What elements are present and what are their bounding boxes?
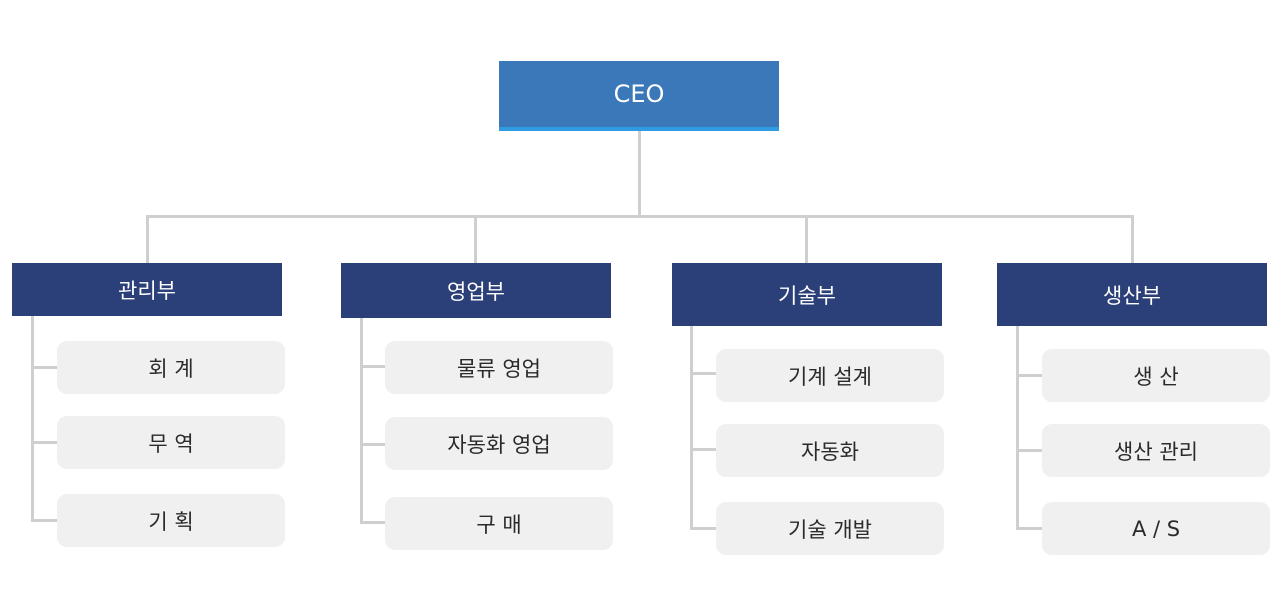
team-label: 무 역 <box>148 431 194 456</box>
connector-dept-1-branch-3 <box>31 519 57 522</box>
team-node-2-2: 자동화 영업 <box>385 417 613 470</box>
dept-node-2: 영업부 <box>341 263 611 318</box>
dept-label-2: 영업부 <box>447 279 505 304</box>
dept-label-4: 생산부 <box>1103 283 1161 308</box>
connector-dept-1-spine <box>31 316 34 522</box>
dept-node-4: 생산부 <box>997 263 1267 326</box>
team-node-2-3: 구 매 <box>385 497 613 550</box>
connector-dept-3-spine <box>690 326 693 530</box>
team-node-1-1: 회 계 <box>57 341 285 394</box>
team-node-3-2: 자동화 <box>716 424 944 477</box>
team-label: 물류 영업 <box>457 356 541 381</box>
connector-drop-dept-2 <box>474 215 477 263</box>
team-label: 자동화 <box>801 439 859 464</box>
team-node-3-1: 기계 설계 <box>716 349 944 402</box>
connector-dept-4-branch-2 <box>1016 449 1042 452</box>
team-node-2-1: 물류 영업 <box>385 341 613 394</box>
connector-dept-3-branch-1 <box>690 372 717 375</box>
connector-ceo-trunk <box>638 131 641 217</box>
ceo-label: CEO <box>613 80 665 108</box>
connector-dept-4-branch-3 <box>1016 527 1042 530</box>
team-label: 생산 관리 <box>1114 439 1198 464</box>
team-label: 기술 개발 <box>788 517 872 542</box>
team-label: 생 산 <box>1133 364 1179 389</box>
team-node-4-3: A / S <box>1042 502 1270 555</box>
team-label: 기 획 <box>148 509 194 534</box>
connector-dept-3-branch-2 <box>690 448 717 451</box>
connector-drop-dept-4 <box>1131 215 1134 263</box>
team-label: A / S <box>1131 516 1181 541</box>
team-node-1-2: 무 역 <box>57 416 285 469</box>
connector-dept-1-branch-1 <box>31 366 57 369</box>
connector-main-bus <box>146 215 1134 218</box>
connector-dept-2-branch-2 <box>360 443 386 446</box>
dept-node-3: 기술부 <box>672 263 942 326</box>
dept-label-1: 관리부 <box>118 278 176 303</box>
connector-drop-dept-3 <box>805 215 808 263</box>
connector-dept-4-branch-1 <box>1016 374 1042 377</box>
team-node-3-3: 기술 개발 <box>716 502 944 555</box>
connector-dept-4-spine <box>1016 326 1019 530</box>
team-label: 기계 설계 <box>788 364 872 389</box>
team-label: 구 매 <box>476 512 522 537</box>
dept-label-3: 기술부 <box>778 283 836 308</box>
team-node-4-1: 생 산 <box>1042 349 1270 402</box>
team-label: 자동화 영업 <box>447 432 551 457</box>
connector-dept-2-branch-1 <box>360 365 386 368</box>
dept-node-1: 관리부 <box>12 263 282 316</box>
connector-dept-2-spine <box>360 318 363 524</box>
team-node-1-3: 기 획 <box>57 494 285 547</box>
connector-dept-3-branch-3 <box>690 527 717 530</box>
team-label: 회 계 <box>148 356 194 381</box>
connector-drop-dept-1 <box>146 215 149 263</box>
connector-dept-2-branch-3 <box>360 521 386 524</box>
team-node-4-2: 생산 관리 <box>1042 424 1270 477</box>
connector-dept-1-branch-2 <box>31 441 57 444</box>
ceo-node: CEO <box>499 61 779 131</box>
